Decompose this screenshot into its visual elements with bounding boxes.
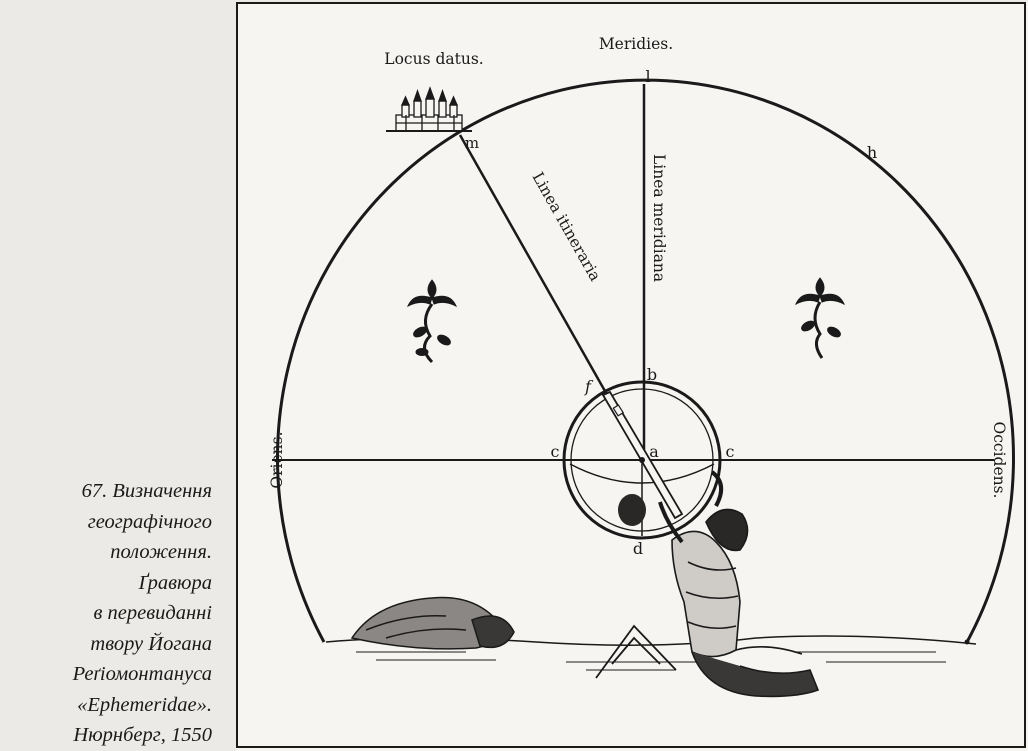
linea-itineraria-label: Linea itineraria xyxy=(529,169,605,284)
caption-line: географічного xyxy=(87,510,212,533)
letter-m: m xyxy=(465,134,479,152)
occidens-label: Occidens. xyxy=(990,422,1008,499)
locus-label: Locus datus. xyxy=(384,50,483,68)
caption-line: Реґіомонтануса xyxy=(72,663,212,685)
letter-b: b xyxy=(647,365,657,384)
horizon-arc xyxy=(276,78,1015,643)
caption-line: 67. Визначення xyxy=(81,480,212,502)
meridies-label: Meridies. xyxy=(599,35,673,53)
fleur-de-lis-icon xyxy=(407,279,457,364)
fleur-de-lis-icon xyxy=(795,277,845,359)
head-silhouette xyxy=(618,494,646,526)
engraving-drawing: Locus datus. Meridies. Linea itineraria … xyxy=(236,2,1026,748)
caption-line: твору Йогана xyxy=(90,632,212,655)
engraving-plate: Locus datus. Meridies. Linea itineraria … xyxy=(236,2,1028,751)
reclining-figure-icon xyxy=(350,596,515,650)
center-point xyxy=(639,457,645,463)
alidade-sight xyxy=(612,404,625,417)
astronomer-figure-icon xyxy=(658,470,820,698)
caption-line: Ґравюра xyxy=(138,571,212,594)
oriens-label: Oriens. xyxy=(268,431,286,488)
letter-l: l xyxy=(645,67,650,86)
town-icon xyxy=(386,86,472,132)
caption-line: «Ephemeridae». xyxy=(77,693,212,716)
letter-a: a xyxy=(649,442,659,461)
rock-outline xyxy=(595,624,677,679)
linea-meridiana-label: Linea meridiana xyxy=(650,154,668,282)
letter-c-right: c xyxy=(726,442,735,461)
letter-h: h xyxy=(867,143,877,162)
plate-frame xyxy=(236,2,1026,748)
caption-line: в перевиданні xyxy=(93,602,212,624)
caption-line: Нюрнберг, 1550 xyxy=(73,724,212,746)
letter-d: d xyxy=(633,539,643,558)
alidade xyxy=(601,390,684,520)
letter-c-left: c xyxy=(551,442,560,461)
figure-caption: 67. Визначення географічного положення. … xyxy=(0,476,212,751)
letter-f: f xyxy=(584,377,594,396)
ground-hatching xyxy=(356,651,946,671)
astrolabe-outer-ring xyxy=(562,380,722,540)
caption-line: положення. xyxy=(110,541,212,563)
